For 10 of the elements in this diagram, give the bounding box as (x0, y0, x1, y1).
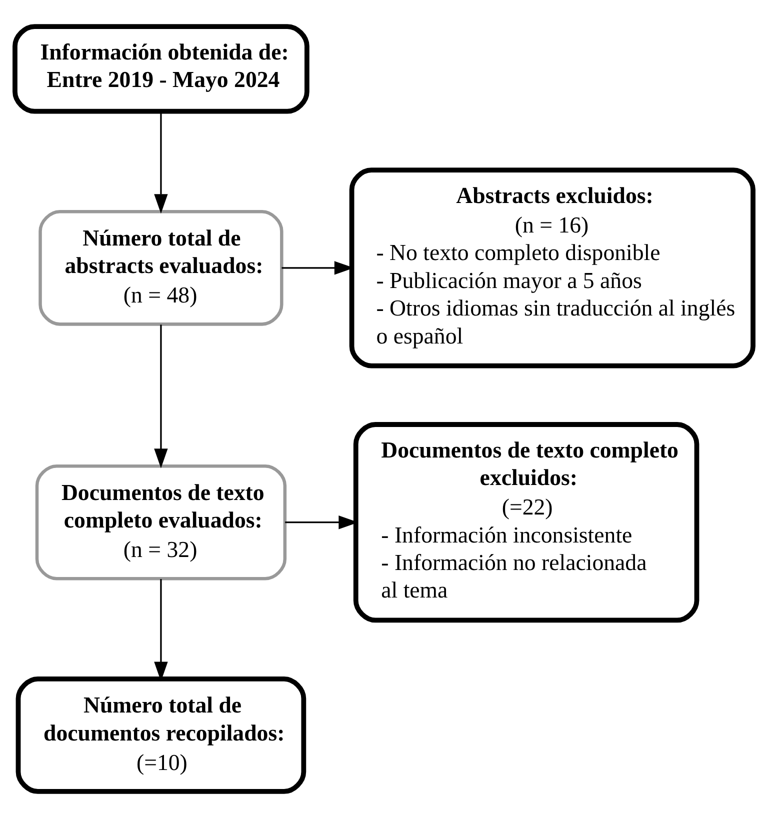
arrow (285, 516, 358, 530)
node-box: Número total de documentos recopilados: (=10) (16, 676, 306, 794)
node-box: Información obtenida de: Entre 2019 - Mayo 2024 (12, 24, 310, 114)
node-box: Abstracts excluidos: (n = 16) - No texto completo disponible - Publicación mayor a 5 años - Otros idiomas sin traducción al inglés o español (349, 168, 756, 368)
arrow (154, 579, 168, 682)
arrow (154, 112, 168, 214)
arrow (154, 324, 168, 468)
node-box: Documentos de texto completo excluidos: (=22) - Información inconsistente - Información no relacionada al tema (353, 422, 700, 623)
node-box: Documentos de texto completo evaluados: (n = 32) (35, 464, 287, 580)
node-box: Número total de abstracts evaluados: (n = 48) (38, 210, 284, 326)
